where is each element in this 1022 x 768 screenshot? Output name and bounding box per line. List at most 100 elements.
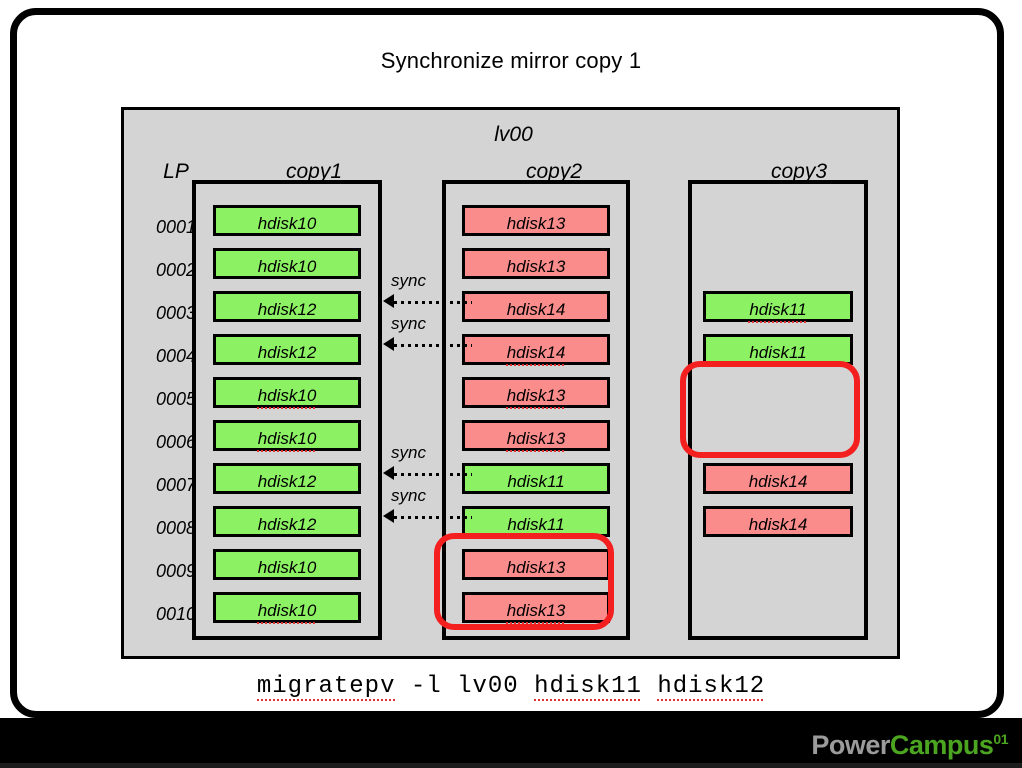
lp-number: 0006 [155, 432, 197, 452]
command-token: hdisk12 [657, 673, 766, 701]
pp-cell[interactable]: hdisk14 [462, 291, 610, 322]
sync-arrow-line [394, 344, 472, 347]
pp-row: hdisk13 [446, 203, 626, 246]
sync-arrow-head [383, 509, 394, 523]
pp-cell[interactable]: hdisk11 [703, 334, 853, 366]
sync-arrow-head [383, 337, 394, 351]
pp-cell[interactable]: hdisk14 [462, 334, 610, 368]
column-header-copy3: copy3 [770, 160, 828, 183]
pp-cell[interactable]: hdisk10 [213, 549, 361, 580]
pp-row [692, 246, 864, 289]
page-title: Synchronize mirror copy 1 [380, 48, 642, 73]
lp-number: 0001 [155, 217, 197, 237]
pp-row: hdisk10 [196, 547, 378, 590]
pp-row: hdisk11 [692, 289, 864, 332]
pp-row: hdisk13 [446, 547, 626, 590]
lp-number: 0003 [155, 303, 197, 323]
logo-power-text: Power [811, 730, 890, 760]
pp-cell[interactable]: hdisk13 [462, 420, 610, 454]
logo-superscript: 01 [993, 731, 1008, 747]
pp-row: hdisk14 [446, 289, 626, 332]
sync-arrow-head [383, 466, 394, 480]
column-header-lp: LP [163, 160, 189, 183]
pp-cell[interactable]: hdisk12 [213, 334, 361, 365]
powercampus-logo: PowerCampus01 [811, 722, 1008, 762]
pp-cell[interactable]: hdisk11 [462, 506, 610, 537]
copy2-cell-stack: hdisk13 hdisk13 hdisk14 hdisk14 hdisk13 hdisk… [446, 184, 626, 633]
pp-cell-label: hdisk12 [257, 300, 317, 319]
sync-arrow-line [394, 516, 472, 519]
pp-row: hdisk11 [446, 461, 626, 504]
pp-cell[interactable]: hdisk10 [213, 420, 361, 454]
pp-cell-label: hdisk10 [256, 423, 317, 454]
pp-cell[interactable]: hdisk12 [213, 506, 361, 537]
pp-row: hdisk12 [196, 461, 378, 504]
footer-bar [0, 718, 1022, 764]
pp-cell[interactable]: hdisk12 [213, 291, 361, 322]
pp-cell[interactable]: hdisk13 [462, 205, 610, 236]
pp-cell[interactable]: hdisk10 [213, 248, 361, 279]
pp-row: hdisk10 [196, 418, 378, 461]
pp-cell[interactable]: hdisk10 [213, 377, 361, 409]
pp-cell[interactable]: hdisk13 [462, 377, 610, 411]
pp-row: hdisk13 [446, 590, 626, 633]
pp-row: hdisk10 [196, 246, 378, 289]
pp-cell-label: hdisk11 [507, 472, 565, 491]
pp-row [692, 590, 864, 633]
pp-row: hdisk11 [446, 504, 626, 547]
pp-cell[interactable]: hdisk14 [703, 506, 853, 537]
pp-cell-label: hdisk10 [256, 595, 317, 626]
pp-row: hdisk14 [692, 461, 864, 504]
pp-cell-label: hdisk14 [506, 300, 566, 319]
lp-number: 0008 [155, 518, 197, 538]
pp-row: hdisk13 [446, 418, 626, 461]
lp-number: 0007 [155, 475, 197, 495]
pp-cell-label: hdisk14 [505, 337, 566, 368]
pp-cell[interactable]: hdisk13 [462, 248, 610, 279]
sync-label: sync [391, 486, 426, 505]
pp-cell-label: hdisk13 [505, 423, 566, 454]
pp-cell[interactable]: hdisk14 [703, 463, 853, 494]
pp-cell-label: hdisk13 [505, 595, 566, 626]
pp-cell[interactable]: hdisk11 [703, 291, 853, 325]
pp-cell-label: hdisk11 [748, 294, 809, 325]
pp-cell-label: hdisk10 [257, 558, 317, 577]
pp-cell-label: hdisk13 [506, 558, 566, 577]
copy3-container: hdisk11 hdisk11 hdisk14 hdisk14 [688, 180, 868, 640]
pp-cell[interactable]: hdisk12 [213, 463, 361, 494]
pp-row: hdisk14 [446, 332, 626, 375]
command-token: migratepv [256, 673, 396, 701]
pp-cell[interactable]: hdisk11 [462, 463, 610, 494]
pp-cell-label: hdisk11 [507, 515, 565, 534]
pp-cell-label: hdisk10 [257, 214, 317, 233]
pp-cell-label: hdisk12 [257, 515, 317, 534]
pp-row: hdisk12 [196, 332, 378, 375]
pp-cell-label: hdisk13 [505, 380, 566, 411]
pp-row [692, 375, 864, 418]
pp-cell-label: hdisk10 [257, 257, 317, 276]
pp-cell-label: hdisk13 [506, 214, 566, 233]
lp-number: 0010 [155, 604, 197, 624]
sync-arrow-head [383, 294, 394, 308]
pp-row: hdisk12 [196, 289, 378, 332]
pp-row: hdisk14 [692, 504, 864, 547]
copy3-cell-stack: hdisk11 hdisk11 hdisk14 hdisk14 [692, 184, 864, 633]
pp-cell[interactable]: hdisk10 [213, 205, 361, 236]
command-token: hdisk11 [534, 673, 642, 701]
pp-row: hdisk12 [196, 504, 378, 547]
pp-row: hdisk10 [196, 203, 378, 246]
pp-cell[interactable]: hdisk13 [462, 549, 610, 580]
pp-row: hdisk13 [446, 375, 626, 418]
pp-cell-label: hdisk14 [748, 515, 808, 534]
command-token: -l lv00 [395, 673, 535, 700]
lp-number: 0002 [155, 260, 197, 280]
pp-row [692, 547, 864, 590]
pp-row [692, 203, 864, 246]
footer-rule [0, 763, 1022, 768]
sync-label: sync [391, 271, 426, 290]
pp-cell[interactable]: hdisk13 [462, 592, 610, 626]
pp-cell[interactable]: hdisk10 [213, 592, 361, 626]
